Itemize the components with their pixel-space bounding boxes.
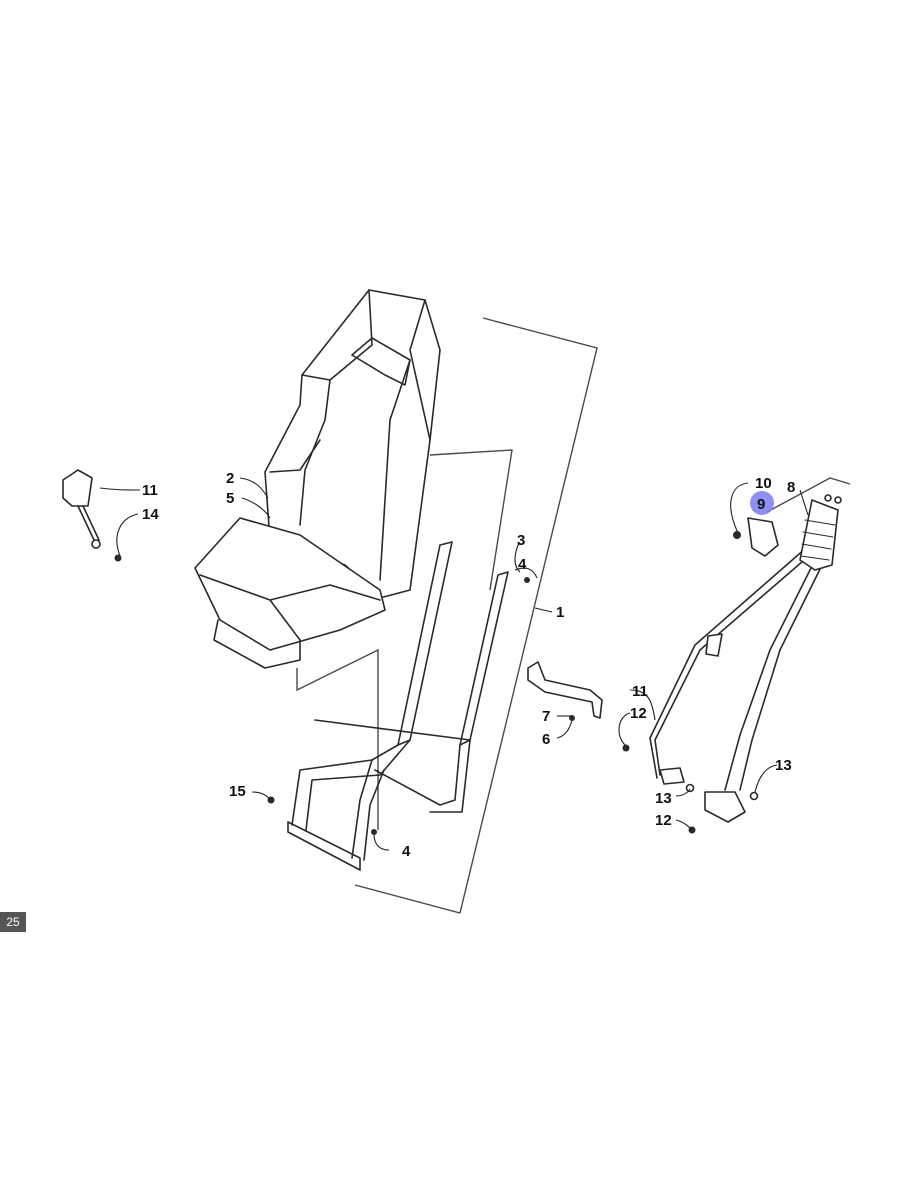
- callout-14: 14: [142, 506, 159, 523]
- seat-frame: [287, 541, 509, 871]
- callout-7: 7: [542, 708, 550, 725]
- callout-15: 15: [229, 783, 246, 800]
- assembly-frame: [354, 317, 598, 914]
- shoulder-belt: [622, 477, 851, 834]
- callout-8: 8: [787, 479, 795, 496]
- callout-11-right: 11: [632, 683, 648, 700]
- fastener-4b: [371, 829, 377, 835]
- callout-1: 1: [556, 604, 564, 621]
- seat-link-lines: [429, 449, 513, 591]
- fastener-4a: [524, 577, 530, 583]
- callout-4-upper: 4: [518, 556, 527, 573]
- callout-2: 2: [226, 470, 234, 487]
- callout-12-lower: 12: [655, 812, 672, 829]
- seat-base-line: [296, 648, 379, 830]
- callout-9: 9: [757, 496, 765, 513]
- callout-4-lower: 4: [402, 843, 411, 860]
- seat-belt-buckle-left: [62, 469, 122, 562]
- callout-11-left: 11: [142, 482, 158, 499]
- callout-13-right: 13: [775, 757, 792, 774]
- seat-cushion: [194, 517, 386, 669]
- callout-6: 6: [542, 731, 550, 748]
- page-number-tag: 25: [0, 912, 26, 932]
- callout-10: 10: [755, 475, 772, 492]
- highlight-marker: [750, 491, 774, 515]
- callout-13-lower: 13: [655, 790, 672, 807]
- callout-3: 3: [517, 532, 525, 549]
- leader-lines: [99, 477, 809, 851]
- callout-12-upper: 12: [630, 705, 647, 722]
- bracket-7: [527, 661, 603, 719]
- callout-5: 5: [226, 490, 234, 507]
